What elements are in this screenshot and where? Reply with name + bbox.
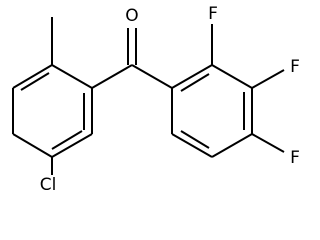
double-bond-inner [51, 130, 83, 150]
bond [51, 64, 93, 89]
left-benzene-ring [12, 64, 93, 158]
double-bond-inner [180, 130, 210, 149]
oxygen-atom-label: O [125, 6, 138, 26]
chlorine-atom-label: Cl [40, 175, 57, 195]
double-bond-inner [20, 72, 50, 91]
fluorine-atom-label-3: F [290, 57, 300, 77]
bond [211, 64, 253, 89]
bond [131, 64, 173, 89]
chemical-structure-diagram: O Cl F F F [12, 4, 300, 195]
fluorine-atom-label-2: F [208, 4, 218, 24]
carbonyl-group [91, 28, 173, 89]
right-benzene-ring [171, 64, 253, 158]
double-bond-inner [180, 73, 210, 92]
fluoro-bond-3 [251, 69, 285, 89]
bond [51, 133, 93, 158]
bond [12, 133, 53, 158]
bond [211, 133, 253, 158]
bond [91, 64, 133, 89]
bond [171, 64, 213, 89]
bond [12, 64, 53, 89]
fluoro-bond-4 [251, 133, 285, 153]
bond [171, 133, 213, 158]
fluorine-atom-label-4: F [290, 148, 300, 168]
